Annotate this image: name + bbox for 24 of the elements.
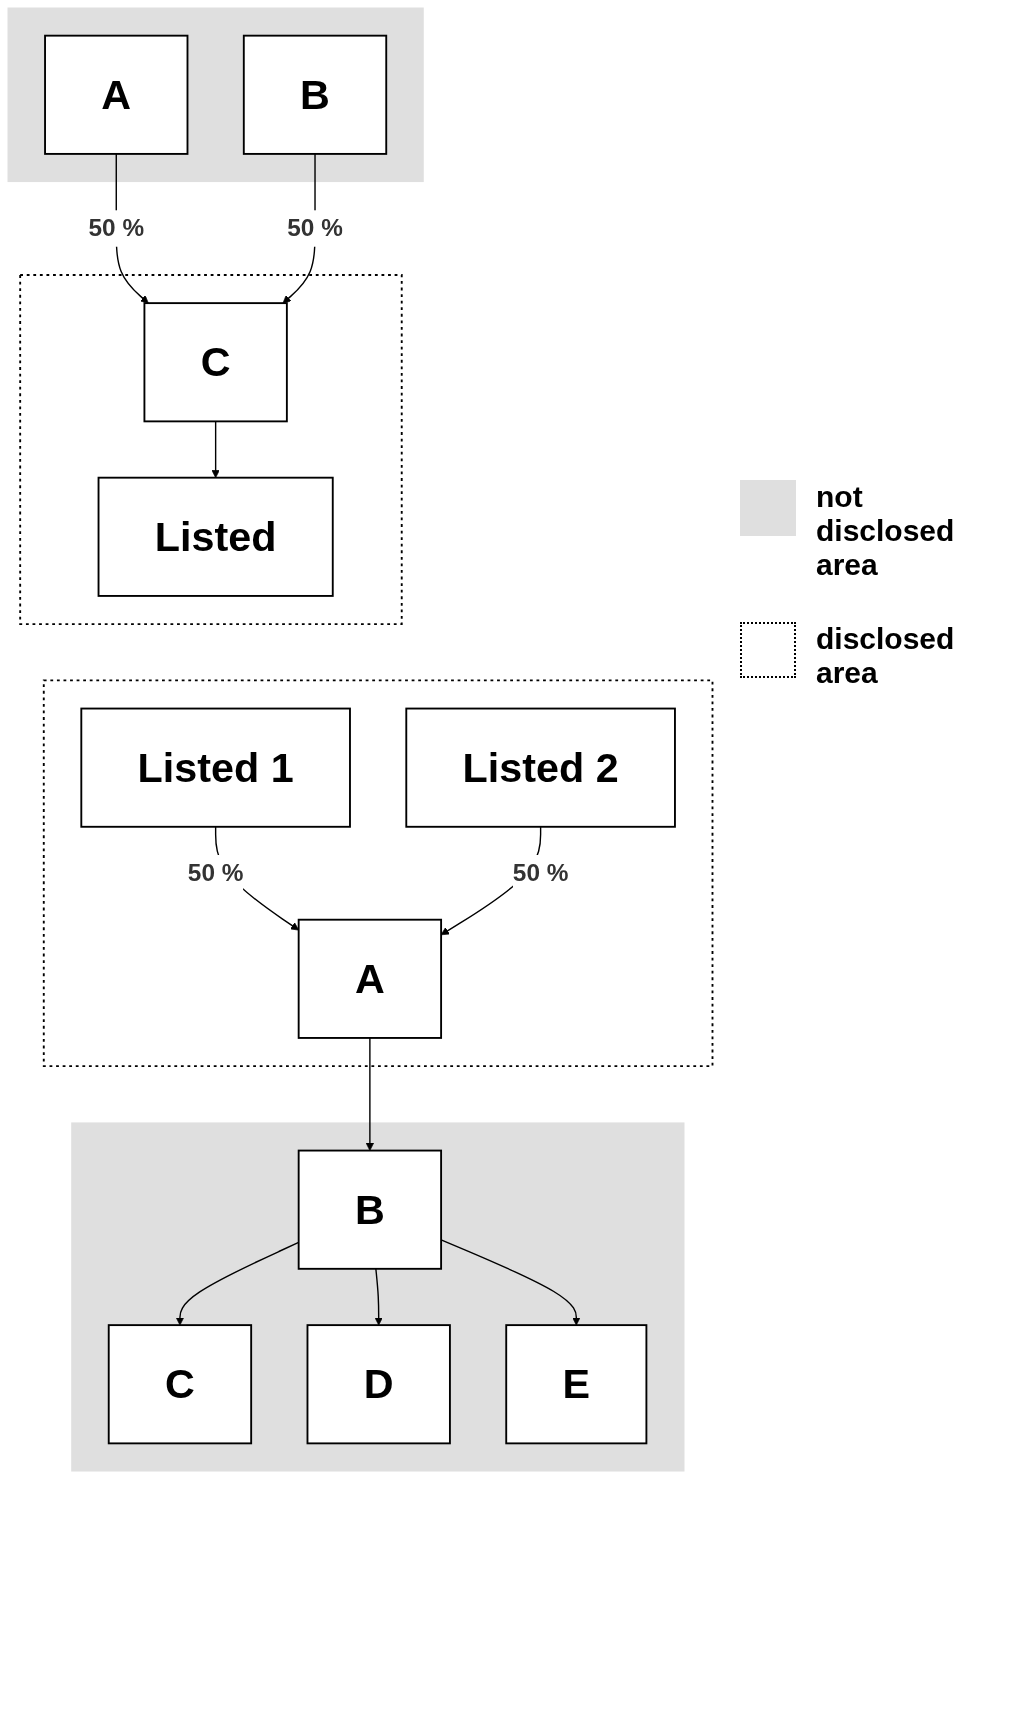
node-box: Listed 1 xyxy=(80,707,351,828)
cluster xyxy=(71,1122,685,1472)
node-box: Listed xyxy=(97,476,334,597)
cluster xyxy=(42,679,714,1068)
arrow xyxy=(374,1268,383,1326)
legend-label: not disclosed area xyxy=(816,480,956,582)
arrow xyxy=(211,420,220,479)
node-box: B xyxy=(242,34,388,155)
legend-label: disclosed area xyxy=(816,622,956,690)
edge-label: 50 % xyxy=(88,213,145,243)
node-box: A xyxy=(44,34,189,155)
node-box: A xyxy=(297,918,443,1039)
edge-label: 50 % xyxy=(187,858,244,887)
arrow xyxy=(365,1037,374,1151)
node-box: E xyxy=(505,1324,648,1445)
cluster xyxy=(7,7,424,183)
node-box: C xyxy=(143,302,288,423)
cluster xyxy=(19,274,403,626)
node-box: Listed 2 xyxy=(405,707,676,828)
node-box: C xyxy=(107,1324,253,1445)
node-box: D xyxy=(306,1324,451,1445)
edge-label: 50 % xyxy=(512,858,569,887)
node-box: B xyxy=(297,1149,443,1270)
edge-label: 50 % xyxy=(287,213,343,243)
